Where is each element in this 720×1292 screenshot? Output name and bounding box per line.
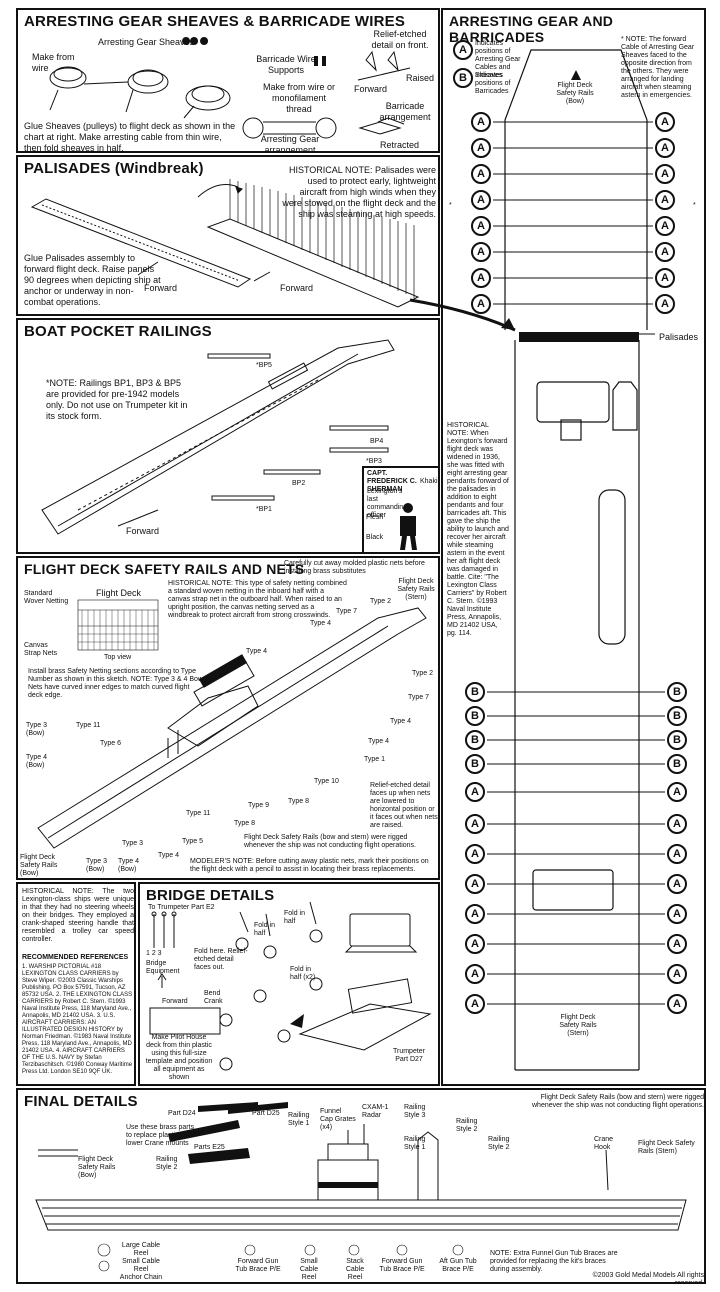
refs-title: RECOMMENDED REFERENCES: [22, 954, 129, 961]
boat-note: *NOTE: Railings BP1, BP3 & BP5 are provi…: [46, 378, 188, 421]
bridge-equipment-label: Bridge Equipment: [146, 960, 180, 975]
steering-note: HISTORICAL NOTE: The two Lexington-class…: [22, 888, 134, 943]
deck-plan-drawing: [504, 49, 655, 1071]
bp3-label: *BP3: [366, 458, 382, 465]
copyright: ©2003 Gold Medal Models All rights reser…: [592, 1272, 704, 1284]
top-view-label: Top view: [104, 654, 132, 661]
bottom-note: NOTE: Extra Funnel Gun Tub Braces are pr…: [490, 1250, 618, 1273]
safety-rails-drawing: [37, 599, 427, 849]
raised-label: Raised: [406, 73, 435, 83]
panel-title: BRIDGE DETAILS: [146, 887, 275, 904]
panel-boat-pocket: BOAT POCKET RAILINGS *NOTE: Railings BP1…: [16, 318, 440, 554]
legend-a-text: Indicates positions of Arresting Gear Ca…: [475, 40, 521, 79]
glue-sheaves-text: Glue Sheaves (pulleys) to flight deck as…: [24, 121, 236, 153]
panel-arresting-barricades: ARRESTING GEAR AND BARRICADES A Indicate…: [441, 8, 706, 1086]
panel-title: FINAL DETAILS: [24, 1093, 138, 1110]
refs-text: 1. WARSHIP PICTORIAL #18 LEXINGTON CLASS…: [22, 964, 133, 1075]
bp2-label: BP2: [292, 480, 306, 487]
fold-half-2: Fold in half: [284, 910, 306, 925]
palisades-drawing: [30, 179, 420, 308]
retracted-label: Retracted: [380, 140, 420, 150]
panel-safety-rails: FLIGHT DECK SAFETY RAILS AND NETS Carefu…: [16, 556, 440, 880]
pilot-house-note: Make Pilot House deck from thin plastic …: [145, 1034, 213, 1081]
panel-steering-refs: HISTORICAL NOTE: The two Lexington-class…: [16, 882, 136, 1086]
install-note: Install brass Safety Netting sections ac…: [28, 668, 203, 699]
panel-title: FLIGHT DECK SAFETY RAILS AND NETS: [24, 561, 305, 577]
panel-final: FINAL DETAILS Flight Deck Safety Rails (…: [16, 1088, 706, 1284]
nums-label: 1 2 3: [146, 950, 162, 957]
relief-etched-label: Relief-etched detail on front.: [371, 29, 429, 50]
relief-note: Relief-etched detail faces up when nets …: [370, 782, 438, 829]
safety-bow-label: Flight Deck Safety Rails (Bow): [556, 82, 594, 105]
make-from-thread-label: Make from wire or monofilament thread: [263, 82, 336, 114]
palisades-glue-text: Glue Palisades assembly to forward fligh…: [24, 253, 161, 307]
modeler-note: MODELER'S NOTE: Before cutting away plas…: [190, 858, 429, 873]
palisades-historical-note: HISTORICAL NOTE: Palisades were used to …: [282, 165, 436, 219]
sherman-title: CAPT. FREDERICK C. SHERMAN: [367, 470, 417, 493]
panel-title: PALISADES (Windbreak): [24, 160, 204, 177]
fold-half-3: Fold in half (x2): [290, 966, 316, 981]
standard-netting-label: Standard Wover Netting: [24, 590, 69, 605]
forward-label: Forward: [126, 526, 160, 536]
safety-stern-label: Flight Deck Safety Rails (Stern): [559, 1014, 597, 1037]
sherman-subtitle: Lexington's last commanding officer: [367, 488, 408, 519]
bp1-label: *BP1: [256, 506, 272, 513]
trumpeter-e2-label: To Trumpeter Part E2: [148, 904, 215, 911]
black-label: Black: [366, 534, 384, 541]
sherman-box: CAPT. FREDERICK C. SHERMAN Lexington's l…: [362, 466, 438, 552]
bp5-label: *BP5: [256, 362, 272, 369]
forward-label-2: Forward: [280, 283, 314, 293]
forward-label: Forward: [354, 84, 388, 94]
palisades-label: Palisades: [659, 332, 699, 342]
panel-title: ARRESTING GEAR SHEAVES & BARRICADE WIRES: [24, 13, 406, 30]
sheaves-drawing: [49, 37, 411, 139]
carrier-deck-drawing: [41, 339, 395, 535]
bridge-drawing: [149, 901, 432, 1071]
rails-subtitle: Carefully cut away molded plastic nets b…: [284, 560, 425, 575]
rails-historical-note: HISTORICAL NOTE: This type of safety net…: [168, 580, 347, 619]
barricade-supports-label: Barricade Wire Supports: [256, 54, 316, 75]
bp4-label: BP4: [370, 438, 384, 445]
historical-note: HISTORICAL NOTE: When Lexington's forwar…: [447, 422, 509, 637]
legend-b-icon: B: [453, 68, 473, 88]
bow-rails-label: Flight Deck Safety Rails (Bow): [20, 854, 58, 877]
khaki-label: Khaki: [420, 478, 438, 485]
make-from-wire-label: Make from wire: [32, 52, 75, 73]
flesh-label: Flesh: [366, 514, 384, 521]
barricade-arrangement-label: Barricade arrangement: [379, 101, 431, 122]
fold-half-1: Fold in half: [254, 922, 276, 937]
stern-rails-label: Flight Deck Safety Rails (Stern): [397, 578, 435, 601]
sherman-figure: [400, 503, 417, 550]
rigged-note: Flight Deck Safety Rails (bow and stern)…: [244, 834, 416, 849]
legend-a-icon: A: [453, 40, 473, 60]
canvas-nets-label: Canvas Strap Nets: [24, 642, 58, 657]
legend-b-text: Indicates positions of Barricades: [475, 72, 511, 95]
panel-title: ARRESTING GEAR AND BARRICADES: [449, 13, 614, 45]
bend-crank-label: Bend Crank: [204, 990, 223, 1005]
sheaves-label: Arresting Gear Sheaves: [98, 37, 195, 47]
fold-here-label: Fold here. Relief-etched detail faces ou…: [194, 948, 248, 971]
braces-note: Use these brass parts to replace plastic…: [126, 1124, 195, 1147]
flight-deck-label: Flight Deck: [96, 588, 142, 598]
forward-label-1: Forward: [144, 283, 178, 293]
panel-palisades: PALISADES (Windbreak) HISTORICAL NOTE: P…: [16, 155, 440, 316]
final-rigged-note: Flight Deck Safety Rails (bow and stern)…: [532, 1094, 704, 1109]
star-left: *: [449, 202, 452, 209]
star-note: * NOTE: The forward Cable of Arresting G…: [621, 36, 695, 99]
arresting-arrangement-label: Arresting Gear arrangement: [260, 134, 320, 153]
panel-title: BOAT POCKET RAILINGS: [24, 323, 212, 340]
panel-arresting-sheaves: ARRESTING GEAR SHEAVES & BARRICADE WIRES…: [16, 8, 440, 153]
ship-profile-drawing: [35, 1102, 687, 1272]
panel-bridge: BRIDGE DETAILS To Trumpeter Part E2 1 2 …: [138, 882, 440, 1086]
trumpeter-d27-label: Trumpeter Part D27: [392, 1048, 426, 1063]
forward-label: Forward: [162, 998, 188, 1005]
star-right: *: [693, 202, 696, 209]
